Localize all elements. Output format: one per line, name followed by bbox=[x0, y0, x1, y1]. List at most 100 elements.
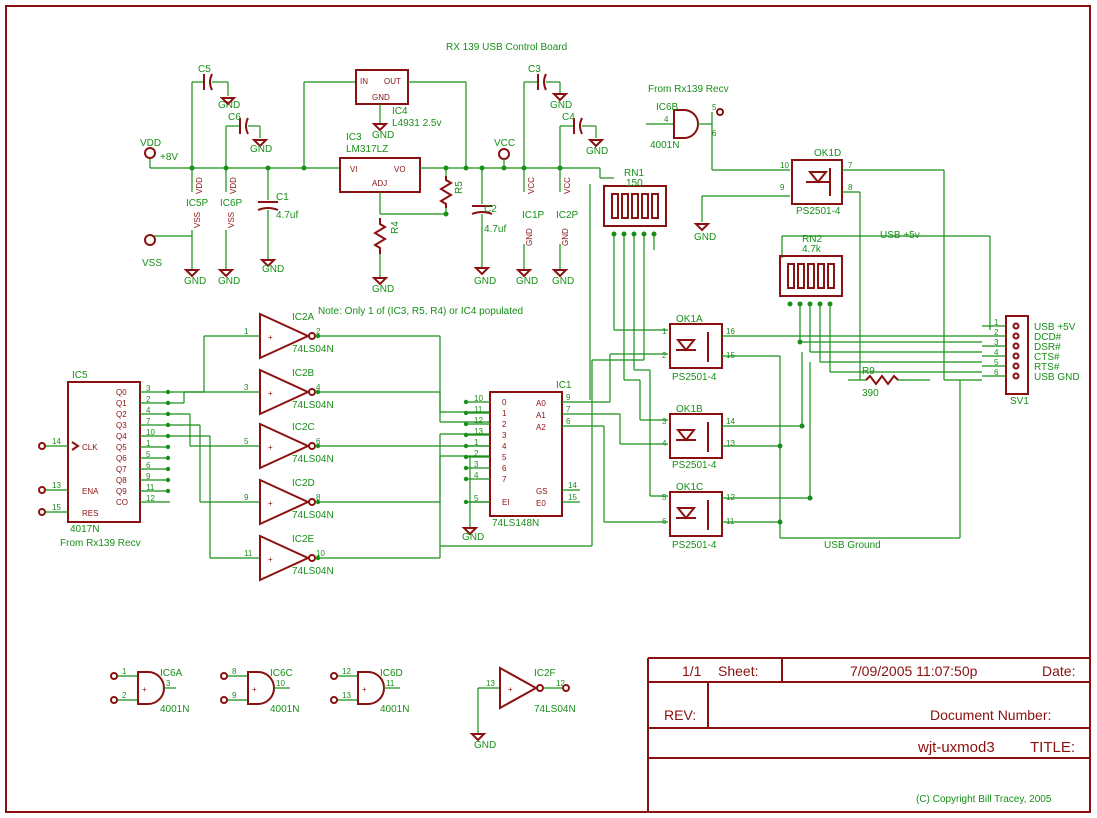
ok1d-pin-10: 10 bbox=[780, 161, 789, 170]
ic6d-pin-11: 11 bbox=[386, 679, 395, 688]
sv1-label-2: DSR# bbox=[1034, 342, 1061, 353]
ic5-part: 4017N bbox=[70, 524, 99, 535]
gnd-label: GND bbox=[550, 100, 572, 111]
ic1-a0-pin: 9 bbox=[566, 393, 571, 402]
sv1-pin: 4 bbox=[994, 348, 999, 357]
ic6d-name: IC6D bbox=[380, 668, 403, 679]
ok1d-opto: OK1D PS2501-4 10 9 7 8 GND bbox=[693, 148, 982, 381]
ic1-a0: A0 bbox=[536, 399, 546, 408]
ok1c-opto: OK1C PS2501-4 5 6 12 11 bbox=[662, 482, 810, 551]
svg-text:+: + bbox=[508, 685, 513, 694]
ic1-input-7: 7 bbox=[502, 475, 507, 484]
ic4-gnd: GND bbox=[372, 93, 390, 102]
ic5-output-co: CO bbox=[116, 498, 128, 507]
ok1d-body bbox=[791, 159, 843, 205]
ic6c-gate: + 8 9 10 IC6C 4001N bbox=[220, 667, 299, 715]
copyright: (C) Copyright Bill Tracey, 2005 bbox=[916, 794, 1052, 805]
ic6p-vss: VSS bbox=[227, 212, 236, 228]
ic2f-pin-12: 12 bbox=[556, 679, 565, 688]
ground-icon bbox=[251, 139, 269, 148]
ic5-body bbox=[67, 381, 141, 523]
ic6b-gate: 4 5 6 IC6B 4001N From Rx139 Recv bbox=[646, 84, 790, 171]
gnd-label: GND bbox=[516, 276, 538, 287]
svg-text:+: + bbox=[268, 555, 273, 564]
gnd-label: GND bbox=[218, 100, 240, 111]
ic5-output-pin: 3 bbox=[146, 384, 151, 393]
ic1-input-1: 1 bbox=[502, 409, 507, 418]
sv1-pin: 3 bbox=[994, 338, 999, 347]
ok1b-pin-13: 13 bbox=[726, 439, 735, 448]
svg-text:+: + bbox=[268, 443, 273, 452]
ok1a-part: PS2501-4 bbox=[672, 372, 717, 383]
ic6d-gate: + 12 13 11 IC6D 4001N bbox=[330, 667, 409, 715]
inverter-out-pin: 2 bbox=[316, 327, 321, 336]
ic1-a2: A2 bbox=[536, 423, 546, 432]
ic1-input-pin: 10 bbox=[474, 394, 483, 403]
ok1c-part: PS2501-4 bbox=[672, 540, 717, 551]
ic1-input-6: 6 bbox=[502, 464, 507, 473]
ic5-output-q8: Q8 bbox=[116, 476, 127, 485]
vss-supply-symbol bbox=[144, 234, 156, 246]
ic6a-pin-2: 2 bbox=[122, 691, 127, 700]
inverter-in-pin: 3 bbox=[244, 383, 249, 392]
gnd-label: GND bbox=[474, 740, 496, 751]
inverter-part: 74LS04N bbox=[292, 344, 334, 355]
inverter-part: 74LS04N bbox=[292, 454, 334, 465]
sv1-pin: 1 bbox=[994, 318, 999, 327]
inverter-name: IC2E bbox=[292, 534, 315, 545]
inverter-in-pin: 9 bbox=[244, 493, 249, 502]
c2-value: 4.7uf bbox=[484, 224, 506, 235]
ic6c-name: IC6C bbox=[270, 668, 293, 679]
r9-resistor: R9 390 bbox=[848, 366, 930, 399]
ic2f-part: 74LS04N bbox=[534, 704, 576, 715]
ic5-name: IC5 bbox=[72, 370, 88, 381]
r5-resistor bbox=[439, 176, 453, 208]
ground-icon bbox=[551, 269, 569, 278]
ic1-gs-pin: 14 bbox=[568, 481, 577, 490]
ic1-input-3: 3 bbox=[502, 431, 507, 440]
ic3-vo: VO bbox=[394, 165, 406, 174]
ic6p-label: IC6P bbox=[220, 198, 243, 209]
ground-icon bbox=[587, 139, 605, 148]
ok1d-pin-7: 7 bbox=[848, 161, 853, 170]
date-value: 7/09/2005 11:07:50p bbox=[850, 663, 978, 679]
ic5-output-q0: Q0 bbox=[116, 388, 127, 397]
c4-label: C4 bbox=[562, 112, 575, 123]
ic2p-label: IC2P bbox=[556, 210, 579, 221]
ground-icon bbox=[515, 269, 533, 278]
ic4-out: OUT bbox=[384, 77, 401, 86]
ground-icon bbox=[693, 223, 711, 232]
c6-label: C6 bbox=[228, 112, 241, 123]
ic2p-gnd: GND bbox=[561, 228, 570, 246]
ic6d-part: 4001N bbox=[380, 704, 409, 715]
c1-label: C1 bbox=[276, 192, 289, 203]
gnd-label: GND bbox=[372, 284, 394, 295]
vcc-label: VCC bbox=[494, 138, 515, 149]
ic2p-vcc: VCC bbox=[563, 177, 572, 194]
vss-label: VSS bbox=[142, 258, 162, 269]
gnd-label: GND bbox=[694, 232, 716, 243]
ok1d-part: PS2501-4 bbox=[796, 206, 841, 217]
ic1-input-0: 0 bbox=[502, 398, 507, 407]
ic3-name: IC3 bbox=[346, 132, 362, 143]
ic6d-pin-13: 13 bbox=[342, 691, 351, 700]
ground-icon bbox=[371, 277, 389, 286]
rn2-network: RN2 4.7k USB +5v bbox=[779, 230, 991, 372]
from-recv-top: From Rx139 Recv bbox=[648, 84, 729, 95]
usb-5v-label: USB +5v bbox=[880, 230, 920, 241]
c3-label: C3 bbox=[528, 64, 541, 75]
ic1-input-pin: 4 bbox=[474, 471, 479, 480]
r9-name: R9 bbox=[862, 366, 875, 377]
ic6a-name: IC6A bbox=[160, 668, 183, 679]
ic4-part: L4931 2.5v bbox=[392, 118, 442, 129]
ic1-input-pin: 5 bbox=[474, 494, 479, 503]
ic1-input-4: 4 bbox=[502, 442, 507, 451]
rn1-value: 150 bbox=[626, 178, 643, 189]
vcc-supply-symbol bbox=[498, 148, 510, 160]
ic6a-part: 4001N bbox=[160, 704, 189, 715]
date-label: Date: bbox=[1042, 663, 1075, 679]
rn1-network: RN1 150 bbox=[603, 168, 668, 497]
inverter-in-pin: 1 bbox=[244, 327, 249, 336]
